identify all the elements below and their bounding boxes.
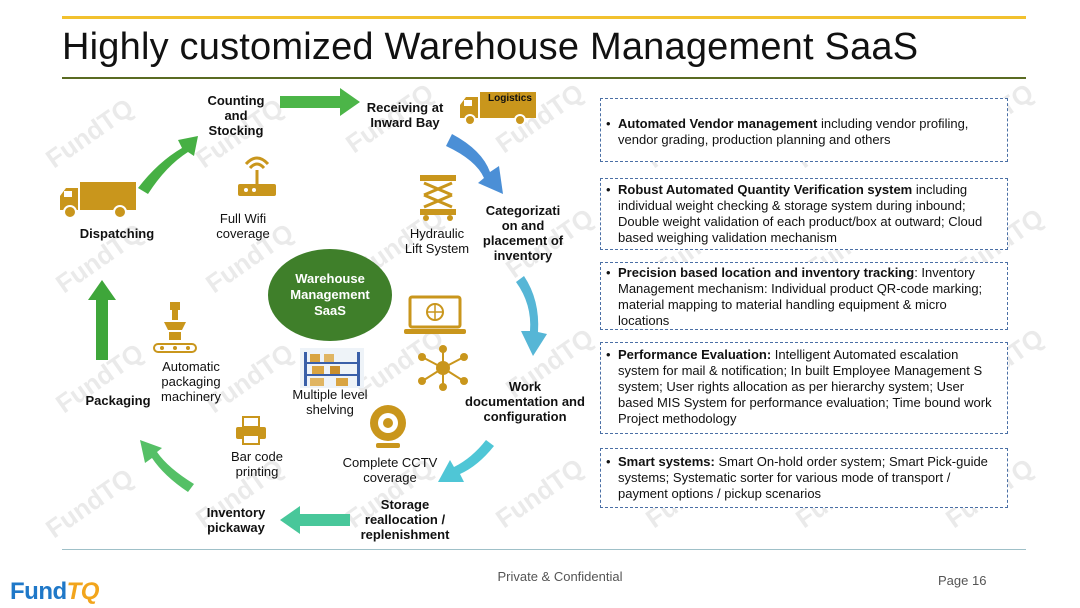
bullet-box-verification: • Robust Automated Quantity Verification…	[600, 178, 1008, 250]
bullet-char: •	[606, 347, 611, 362]
wifi-router-icon	[238, 156, 276, 196]
bullet-title: Robust Automated Quantity Verification s…	[618, 182, 913, 197]
bullet-char: •	[606, 454, 611, 469]
logistics-badge: Logistics	[488, 93, 532, 104]
logo-part-fund: Fund	[10, 578, 67, 605]
footer-divider	[62, 549, 1026, 550]
fundtq-logo: FundTQ	[10, 578, 99, 606]
stage-work-docs: Work documentation and configuration	[465, 379, 585, 424]
arrow-counting-to-receiving	[280, 88, 360, 116]
top-accent-line	[62, 16, 1026, 19]
stage-pickaway: Inventory pickaway	[206, 505, 266, 535]
stage-dispatching: Dispatching	[79, 226, 155, 241]
bullet-title: Precision based location and inventory t…	[618, 265, 915, 280]
laptop-globe-icon	[404, 295, 466, 334]
cctv-camera-icon	[370, 405, 406, 448]
bullet-text: including individual weight checking & s…	[618, 182, 983, 245]
bullet-title: Automated Vendor management	[618, 116, 818, 131]
center-label: Warehouse Management SaaS	[290, 271, 370, 318]
confidential-label: Private & Confidential	[497, 569, 623, 584]
arrow-pickaway-to-packaging	[140, 440, 194, 492]
bullet-box-performance: • Performance Evaluation: Intelligent Au…	[600, 342, 1008, 434]
network-icon	[418, 345, 468, 391]
bullet-text: including vendor profiling, vendor gradi…	[618, 116, 969, 147]
bullet-text: : Inventory Management mechanism: Indivi…	[618, 265, 983, 328]
feature-wifi: Full Wifi coverage	[216, 211, 270, 241]
feature-shelving: Multiple level shelving	[292, 387, 368, 417]
feature-automatic-packaging: Automatic packaging machinery	[161, 359, 221, 404]
page-title: Highly customized Warehouse Management S…	[62, 26, 919, 68]
bullet-char: •	[606, 116, 611, 131]
feature-barcode: Bar code printing	[230, 449, 284, 479]
bullet-char: •	[606, 182, 611, 197]
stage-storage: Storage reallocation / replenishment	[360, 497, 450, 542]
logistics-truck-icon	[460, 92, 536, 126]
bullet-title: Performance Evaluation:	[618, 347, 772, 362]
center-circle: Warehouse Management SaaS	[268, 249, 392, 341]
dispatch-truck-icon	[60, 182, 136, 219]
stage-packaging: Packaging	[85, 393, 151, 408]
page-number: Page 16	[938, 573, 987, 588]
arrow-receiving-to-categorization	[446, 134, 503, 194]
logo-part-tq: TQ	[66, 578, 100, 605]
arrow-categorization-to-workdocs	[516, 276, 547, 356]
arrow-packaging-to-dispatching	[88, 280, 116, 360]
arrow-storage-to-pickaway	[280, 506, 350, 534]
arrow-workdocs-to-storage	[438, 440, 494, 482]
printer-icon	[236, 416, 266, 445]
feature-cctv: Complete CCTV coverage	[342, 455, 438, 485]
arrow-dispatching-to-counting	[138, 136, 198, 194]
hydraulic-lift-icon	[420, 175, 456, 221]
stage-receiving: Receiving at Inward Bay	[366, 100, 444, 130]
bullet-box-smart: • Smart systems: Smart On-hold order sys…	[600, 448, 1008, 508]
bullet-char: •	[606, 265, 611, 280]
robotic-arm-icon	[153, 302, 197, 353]
shelving-icon	[300, 348, 364, 388]
bullet-title: Smart systems:	[618, 454, 715, 469]
bullet-text: Smart On-hold order system; Smart Pick-g…	[618, 454, 988, 501]
bullet-box-tracking: • Precision based location and inventory…	[600, 262, 1008, 330]
feature-hydraulic: Hydraulic Lift System	[404, 226, 470, 256]
bullet-box-vendor: • Automated Vendor management including …	[600, 98, 1008, 162]
bullet-text: Intelligent Automated escalation system …	[618, 347, 992, 426]
cycle-arrows	[88, 88, 547, 534]
stage-categorization: Categorizati on and placement of invento…	[482, 203, 564, 263]
title-divider	[62, 77, 1026, 79]
stage-counting: Counting and Stocking	[207, 93, 265, 138]
